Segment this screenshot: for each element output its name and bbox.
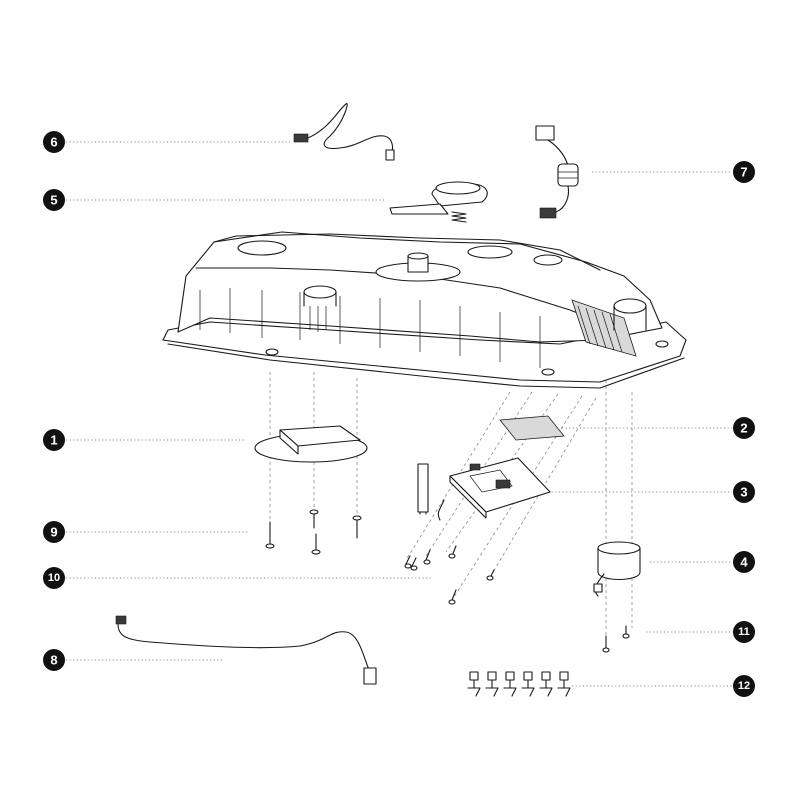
callout-12: 12	[733, 675, 755, 697]
part-5-sensor	[389, 181, 488, 223]
callout-10: 10	[43, 567, 65, 589]
callout-12-number: 12	[738, 680, 750, 692]
part-12-terminals	[467, 671, 571, 697]
callout-1: 1	[43, 429, 65, 451]
callout-3-number: 3	[740, 485, 747, 500]
callout-5: 5	[43, 189, 65, 211]
callout-6-number: 6	[50, 135, 57, 150]
part-9-screws	[265, 509, 362, 555]
callout-7-number: 7	[740, 165, 747, 180]
part-1-cover-plate	[254, 425, 368, 463]
part-4-motor-cylinder	[593, 541, 641, 597]
part-8-cable	[115, 615, 377, 685]
callout-6: 6	[43, 131, 65, 153]
callout-9: 9	[43, 521, 65, 543]
callout-2-number: 2	[740, 421, 747, 436]
main-housing	[162, 231, 687, 389]
callout-5-number: 5	[50, 193, 57, 208]
callout-3: 3	[733, 481, 755, 503]
callout-10-number: 10	[48, 572, 60, 584]
part-3-control-board	[417, 457, 551, 521]
callout-9-number: 9	[50, 525, 57, 540]
callout-4: 4	[733, 551, 755, 573]
part-10-screws	[404, 545, 495, 605]
callout-4-number: 4	[740, 555, 748, 570]
callout-7: 7	[733, 161, 755, 183]
leader-lines	[66, 141, 732, 687]
callout-2: 2	[733, 417, 755, 439]
callout-1-number: 1	[50, 433, 57, 448]
part-2-pad	[499, 415, 565, 441]
callout-11-number: 11	[738, 626, 750, 638]
callout-8: 8	[43, 649, 65, 671]
callout-11: 11	[733, 621, 755, 643]
part-6-cable	[293, 103, 395, 161]
callout-8-number: 8	[50, 653, 57, 668]
part-11-screws	[602, 625, 630, 653]
part-7-cable	[535, 125, 579, 219]
